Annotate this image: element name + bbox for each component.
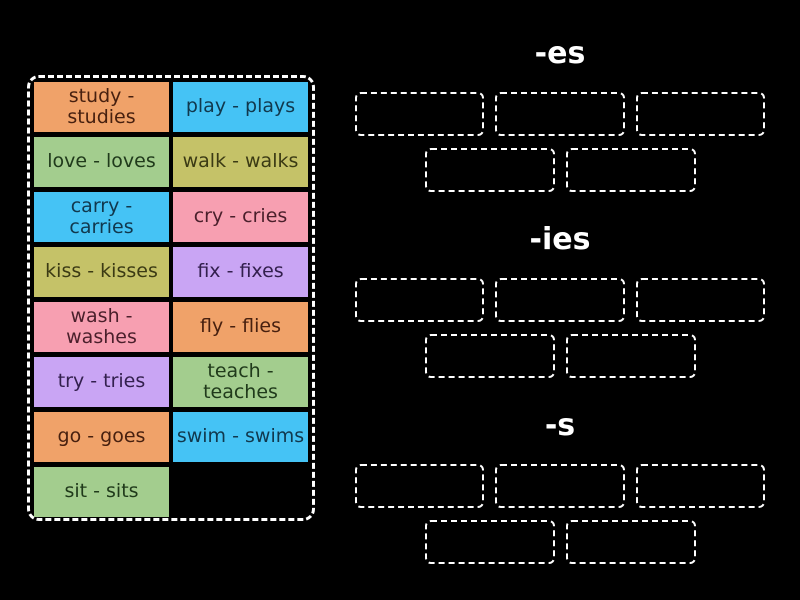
word-tile[interactable]: try - tries: [34, 357, 169, 407]
word-tile[interactable]: wash - washes: [34, 302, 169, 352]
word-tile[interactable]: kiss - kisses: [34, 247, 169, 297]
word-tile[interactable]: fix - fixes: [173, 247, 308, 297]
word-tile[interactable]: love - loves: [34, 137, 169, 187]
drop-slot-es[interactable]: [635, 92, 765, 136]
group-header-s: -s: [544, 408, 576, 443]
slot-row: [355, 334, 765, 378]
drop-slot-s[interactable]: [495, 464, 625, 508]
drop-slot-es[interactable]: [495, 92, 625, 136]
drop-slot-ies[interactable]: [635, 278, 765, 322]
slot-row: [355, 148, 765, 192]
drop-slot-es[interactable]: [355, 92, 485, 136]
word-tile[interactable]: carry - carries: [34, 192, 169, 242]
drop-slot-ies[interactable]: [424, 334, 555, 378]
word-tile[interactable]: swim - swims: [173, 412, 308, 462]
word-tile[interactable]: teach - teaches: [173, 357, 308, 407]
word-tile[interactable]: study - studies: [34, 82, 169, 132]
drop-slot-s[interactable]: [635, 464, 765, 508]
drop-slot-es[interactable]: [424, 148, 555, 192]
tile-source-panel: study - studies play - plays love - love…: [27, 75, 315, 521]
word-tile[interactable]: cry - cries: [173, 192, 308, 242]
drop-slot-ies[interactable]: [355, 278, 485, 322]
drop-slot-ies[interactable]: [565, 334, 696, 378]
group-s: -s: [355, 408, 765, 564]
group-header-ies: -ies: [529, 222, 591, 257]
group-es: -es: [355, 36, 765, 192]
word-tile[interactable]: sit - sits: [34, 467, 169, 517]
drop-slot-s[interactable]: [424, 520, 555, 564]
word-tile[interactable]: walk - walks: [173, 137, 308, 187]
groups-area: -es -ies -s: [355, 0, 765, 600]
slot-row: [355, 92, 765, 136]
word-tile[interactable]: go - goes: [34, 412, 169, 462]
word-tile[interactable]: fly - flies: [173, 302, 308, 352]
drop-slot-s[interactable]: [565, 520, 696, 564]
drop-slot-s[interactable]: [355, 464, 485, 508]
word-tile[interactable]: play - plays: [173, 82, 308, 132]
slot-row: [355, 278, 765, 322]
drop-slot-ies[interactable]: [495, 278, 625, 322]
group-header-es: -es: [534, 36, 586, 71]
slot-row: [355, 520, 765, 564]
group-ies: -ies: [355, 222, 765, 378]
drop-slot-es[interactable]: [565, 148, 696, 192]
slot-row: [355, 464, 765, 508]
